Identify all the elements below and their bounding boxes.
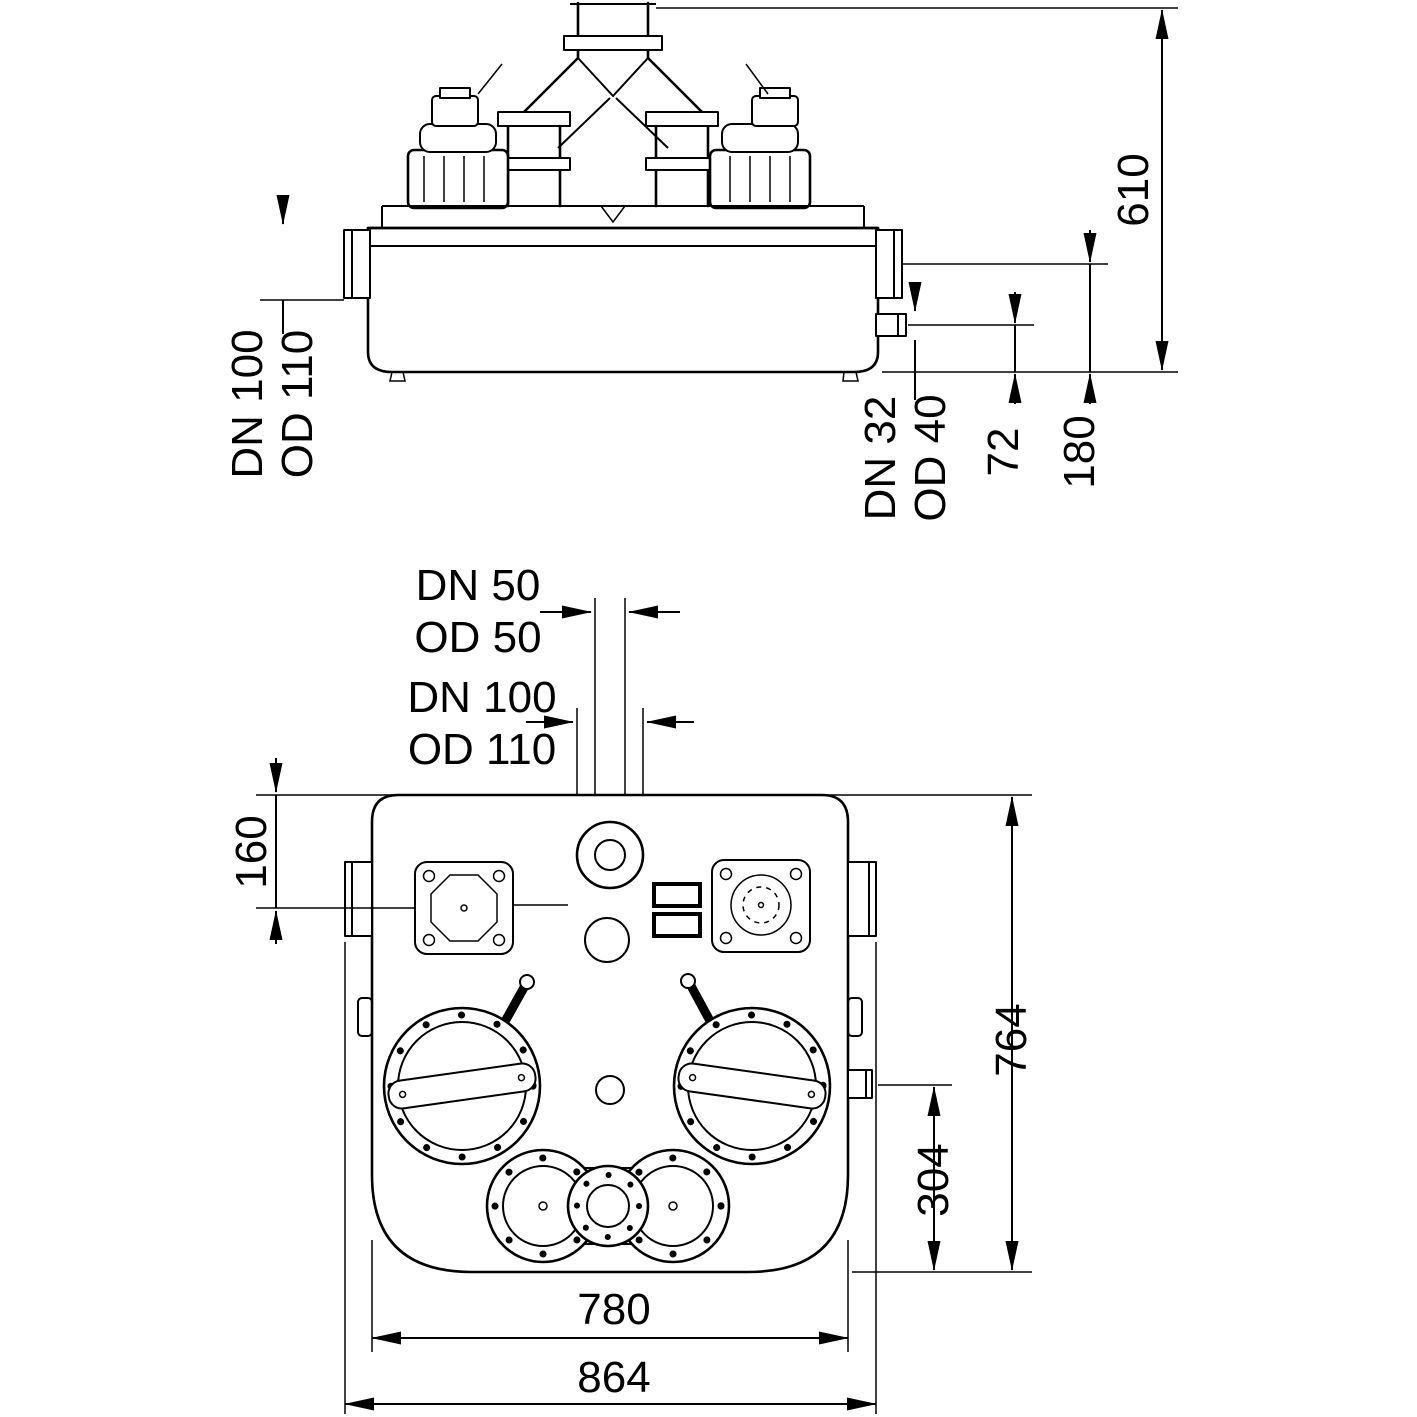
dim-label-764: 764 [987,1003,1036,1076]
plan-stub-left [344,861,373,937]
dimension-inlet-left: DN 100 OD 110 [223,195,344,479]
dimension-864: 864 [344,942,877,1414]
pump-cover-right [672,973,832,1166]
dim-label-inlet-top-dn: DN 100 [407,673,556,722]
dim-label-vent-dn: DN 50 [416,561,541,610]
dim-label-inlet-od: OD 110 [273,330,322,478]
plan-stub-right [847,861,877,937]
inlet-opening-top [575,820,645,963]
dim-label-outlet-dn: DN 32 [856,396,905,521]
outlet-pipe-small [875,313,907,337]
dimension-764: 764 [826,794,1036,1273]
front-view-drawing: 610 DN 100 OD 110 DN 32 OD 40 72 [223,1,1178,522]
dim-label-160: 160 [227,815,276,888]
pump-motors [406,63,812,210]
dimension-height-610: 610 [656,7,1178,373]
dimension-304: 304 [878,1084,958,1271]
discharge-pipe-assembly [497,1,719,208]
dim-label-inlet-dn: DN 100 [223,329,272,478]
flange-plate-right [711,859,811,953]
dim-label-610: 610 [1109,153,1158,226]
dim-label-180: 180 [1055,415,1104,488]
dimension-160: 160 [227,758,415,944]
dim-label-304: 304 [909,1143,958,1216]
label-plates [652,882,702,938]
dim-label-inlet-top-od: OD 110 [408,725,556,774]
center-opening [595,1075,625,1105]
dimension-vent-inlet-top: DN 50 OD 50 DN 100 OD 110 [407,561,694,842]
pump-cover-left [382,974,542,1166]
inlet-stub-right [875,229,903,299]
dim-label-72: 72 [979,428,1028,477]
dimension-180: 180 [902,230,1108,489]
inlet-stub-left [343,229,371,299]
dimension-outlet-small: DN 32 OD 40 [856,282,955,522]
plan-outlet-stub-right [847,1069,873,1099]
dim-label-outlet-od: OD 40 [906,394,955,521]
dim-label-vent-od: OD 50 [414,613,541,662]
tank-front [366,205,880,382]
bottom-flange-assembly [485,1148,731,1264]
dim-label-864: 864 [577,1353,650,1402]
dimension-72: 72 [908,292,1034,476]
dim-label-780: 780 [577,1285,650,1334]
dimension-780: 780 [371,1240,849,1352]
plan-view-drawing: DN 50 OD 50 DN 100 OD 110 [227,561,1036,1414]
